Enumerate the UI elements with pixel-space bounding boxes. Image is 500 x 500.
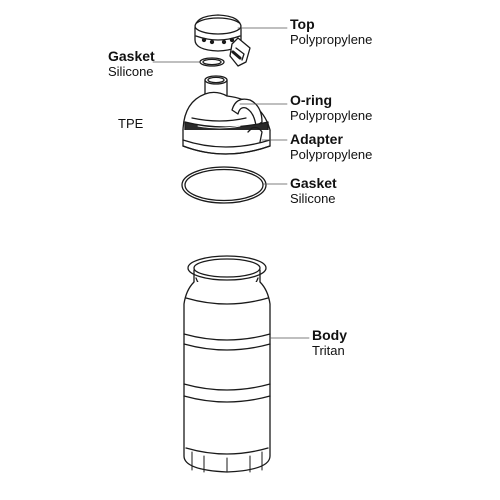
- lower-gasket: [181, 166, 267, 204]
- part-name: Top: [290, 16, 315, 32]
- part-name: Body: [312, 327, 347, 343]
- part-material: Silicone: [108, 64, 154, 79]
- bottle-body: [183, 255, 271, 473]
- label-tpe: TPE: [118, 116, 144, 131]
- label-o-ring: O-ring Polypropylene: [290, 92, 372, 124]
- label-gasket-lower: Gasket Silicone: [290, 175, 337, 207]
- part-name: O-ring: [290, 92, 332, 108]
- leader-lines: [152, 27, 310, 339]
- label-body: Body Tritan: [312, 327, 347, 359]
- part-name: Gasket: [108, 48, 155, 64]
- label-gasket-upper: Gasket Silicone: [108, 48, 155, 80]
- part-material: Silicone: [290, 191, 336, 206]
- label-top: Top Polypropylene: [290, 16, 372, 48]
- top-cap: [194, 14, 251, 67]
- part-material: Polypropylene: [290, 147, 373, 162]
- upper-gasket: [199, 57, 225, 67]
- label-adapter: Adapter Polypropylene: [290, 131, 372, 163]
- part-material: Polypropylene: [290, 108, 373, 123]
- part-material: Polypropylene: [290, 32, 373, 47]
- part-name: Adapter: [290, 131, 343, 147]
- part-material: Tritan: [312, 343, 345, 358]
- part-name: Gasket: [290, 175, 337, 191]
- adapter-assembly: [182, 75, 271, 155]
